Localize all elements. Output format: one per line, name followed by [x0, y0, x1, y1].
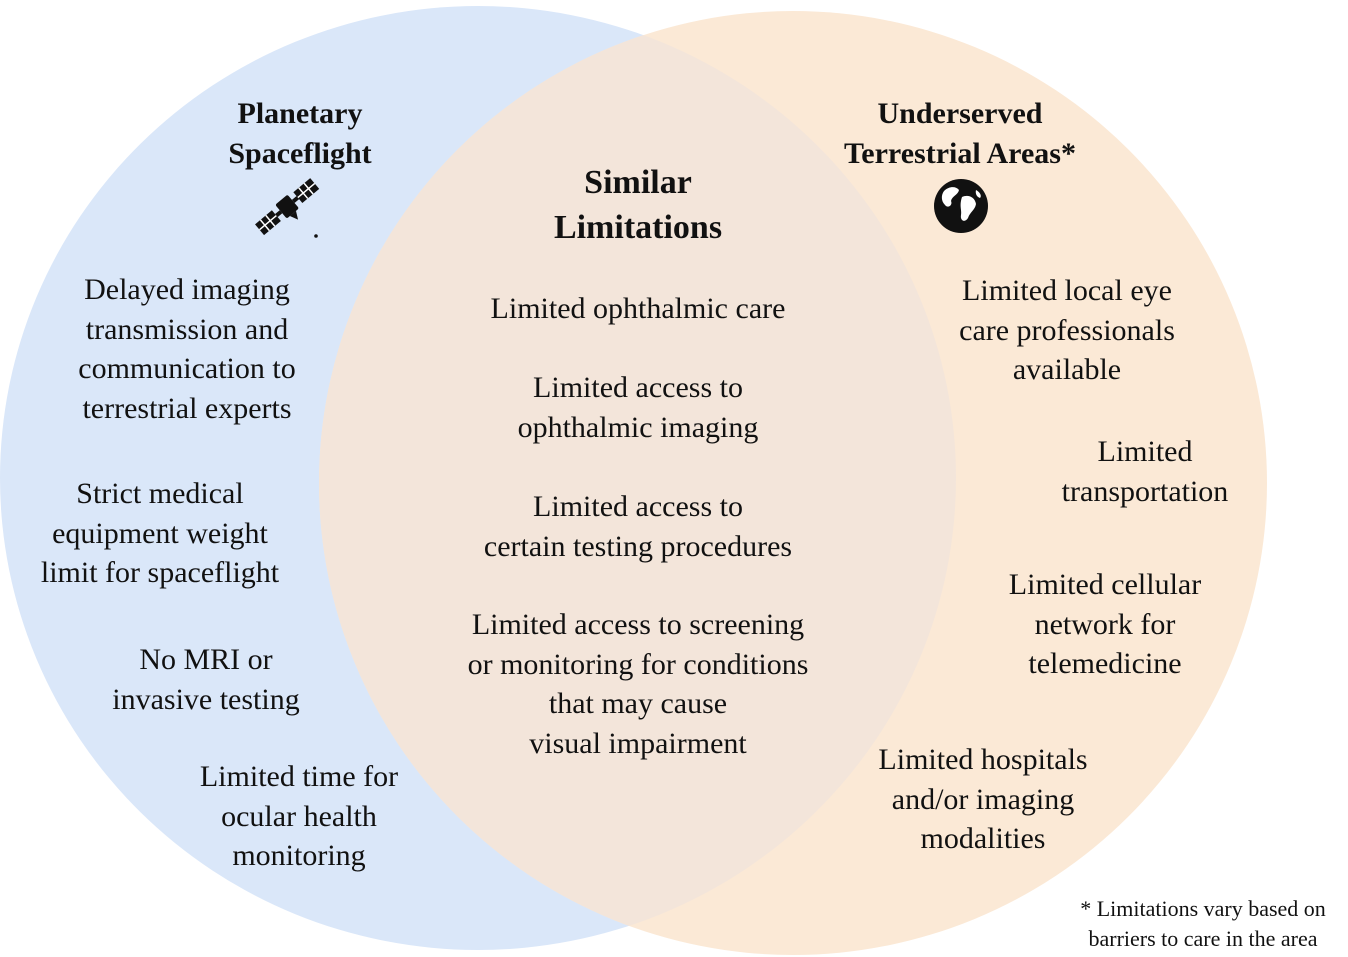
text-line: Limited access to screening [471, 608, 805, 641]
center-title: Similar Limitations [488, 160, 788, 250]
text-line: Limited hospitals [878, 743, 1088, 776]
left-item-3: No MRI or invasive testing [66, 640, 346, 719]
text-line: Limited cellular [1008, 568, 1202, 601]
footnote-line: barriers to care in the area [1088, 926, 1318, 951]
text-line: certain testing procedures [483, 529, 793, 563]
left-item-1: Delayed imaging transmission and communi… [27, 270, 347, 428]
text-line: Limited access to [533, 371, 743, 404]
center-title-line: Similar [584, 164, 692, 201]
right-item-4: Limited hospitals and/or imaging modalit… [843, 740, 1123, 859]
text-line: ophthalmic imaging [517, 410, 759, 444]
left-item-2: Strict medical equipment weight limit fo… [0, 474, 320, 593]
center-item-3: Limited access to certain testing proced… [438, 487, 838, 566]
left-title-line: Planetary [237, 97, 363, 130]
text-line: or monitoring for conditions [467, 647, 809, 681]
text-line: and/or imaging [891, 782, 1075, 816]
text-line: transportation [1061, 474, 1229, 508]
text-line: network for [1034, 607, 1176, 641]
text-line: ocular health [221, 799, 377, 833]
left-title: Planetary Spaceflight [200, 94, 400, 174]
text-line: visual impairment [529, 726, 747, 760]
right-item-2: Limited transportation [1015, 432, 1275, 511]
text-line: modalities [920, 822, 1046, 855]
text-line: available [1012, 353, 1122, 386]
center-item-4: Limited access to screening or monitorin… [438, 605, 838, 763]
text-line: equipment weight [52, 516, 268, 550]
center-title-line: Limitations [553, 209, 723, 246]
text-line: care professionals [959, 313, 1175, 347]
right-item-1: Limited local eye care professionals ava… [917, 271, 1217, 390]
footnote-line: * Limitations vary based on [1080, 896, 1326, 921]
text-line: Strict medical [76, 477, 244, 510]
center-item-2: Limited access to ophthalmic imaging [438, 368, 838, 447]
text-line: Limited [1097, 435, 1193, 468]
left-item-4: Limited time for ocular health monitorin… [159, 757, 439, 876]
right-title-line: Terrestrial Areas* [844, 137, 1076, 170]
satellite-icon [255, 178, 320, 238]
text-line: limit for spaceflight [40, 556, 280, 589]
text-line: Limited ophthalmic care [490, 292, 786, 325]
text-line: Limited local eye [962, 274, 1172, 307]
text-line: terrestrial experts [82, 391, 292, 425]
right-title: Underserved Terrestrial Areas* [800, 94, 1120, 174]
text-line: communication to [78, 352, 296, 385]
left-title-line: Spaceflight [228, 137, 372, 170]
globe-icon [934, 179, 988, 233]
text-line: No MRI or [139, 643, 273, 676]
right-item-3: Limited cellular network for telemedicin… [965, 565, 1245, 684]
overlap-region [319, 11, 956, 950]
text-line: telemedicine [1028, 647, 1182, 680]
center-item-1: Limited ophthalmic care [438, 289, 838, 329]
text-line: Limited time for [199, 760, 399, 793]
text-line: Delayed imaging [84, 273, 290, 306]
footnote: * Limitations vary based on barriers to … [1053, 894, 1348, 954]
text-line: Limited access to [533, 490, 743, 523]
text-line: invasive testing [112, 682, 300, 716]
text-line: transmission and [85, 312, 289, 346]
right-title-line: Underserved [877, 97, 1043, 130]
text-line: that may cause [548, 687, 728, 720]
text-line: monitoring [232, 839, 366, 872]
